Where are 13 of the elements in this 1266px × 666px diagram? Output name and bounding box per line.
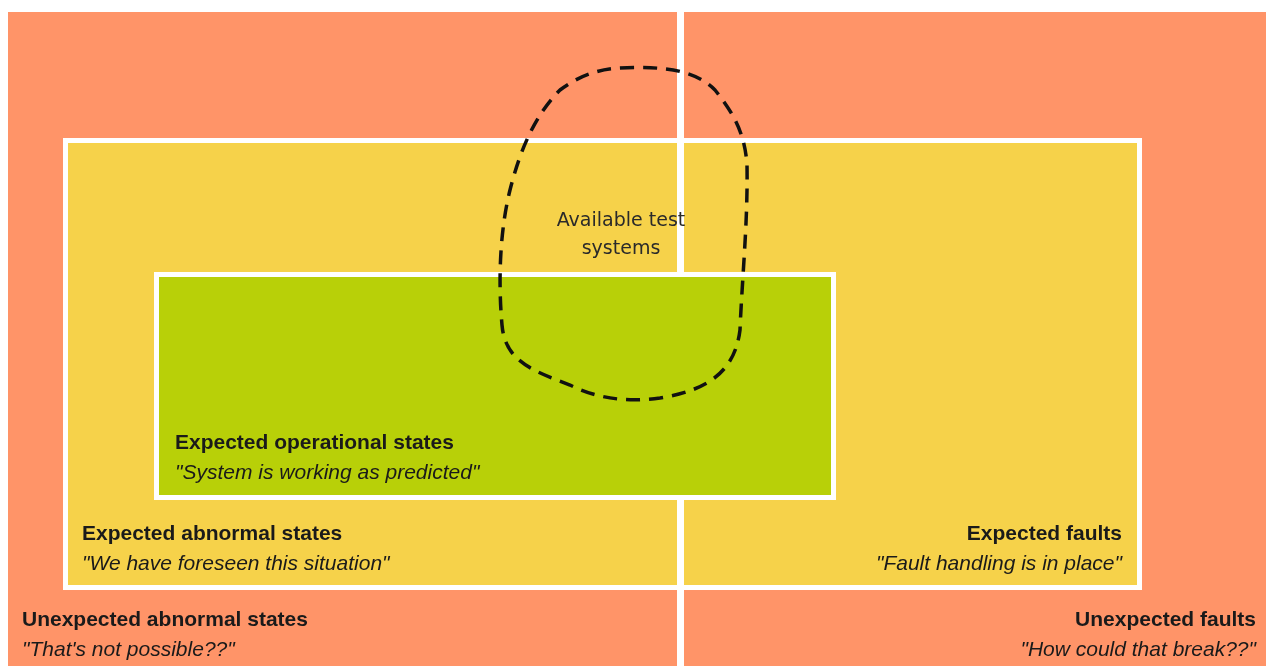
category-quote: "We have foreseen this situation" bbox=[82, 550, 390, 576]
category-heading: Expected operational states bbox=[175, 429, 454, 455]
category-quote: "That's not possible??" bbox=[22, 636, 235, 662]
category-heading: Unexpected abnormal states bbox=[22, 606, 308, 632]
category-quote: "System is working as predicted" bbox=[175, 459, 480, 485]
category-heading: Expected faults bbox=[966, 520, 1122, 546]
state-region bbox=[63, 138, 1142, 590]
category-quote: "Fault handling is in place" bbox=[875, 550, 1122, 576]
category-heading: Expected abnormal states bbox=[82, 520, 343, 546]
category-quote: "How could that break??" bbox=[1020, 636, 1256, 662]
state-region bbox=[154, 272, 836, 500]
category-heading: Unexpected faults bbox=[1075, 606, 1256, 632]
state-region bbox=[8, 12, 1266, 666]
